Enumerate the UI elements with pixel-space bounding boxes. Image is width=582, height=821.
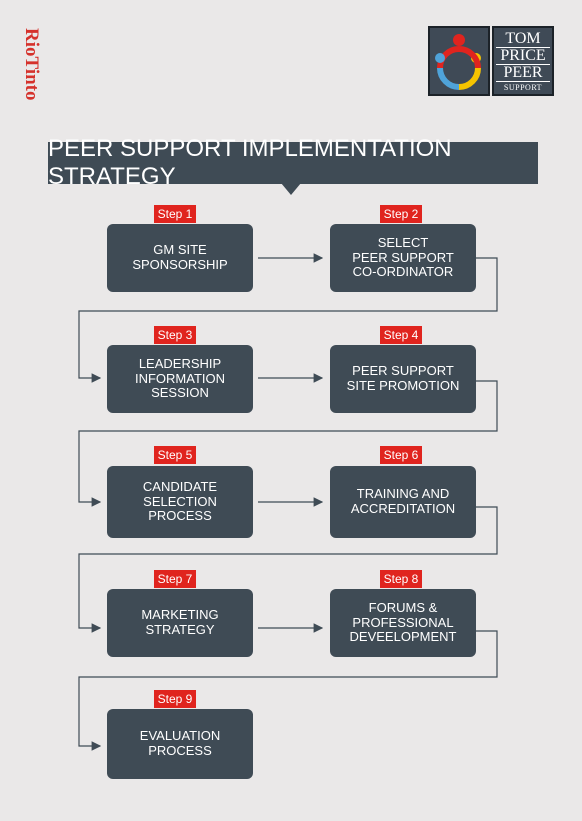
step-3-tag: Step 3 bbox=[154, 326, 196, 344]
wordmark-line: TOM bbox=[496, 30, 550, 48]
peer-support-logo-icon bbox=[428, 26, 490, 96]
step-7-tag: Step 7 bbox=[154, 570, 196, 588]
arrow-8-9 bbox=[78, 630, 498, 751]
banner-pointer bbox=[281, 183, 301, 195]
arrow-6-7 bbox=[78, 506, 498, 633]
brand-logo-rio-tinto: RioTinto bbox=[21, 28, 42, 101]
step-8-tag: Step 8 bbox=[380, 570, 422, 588]
wordmark-line: SUPPORT bbox=[503, 82, 543, 92]
step-9-tag: Step 9 bbox=[154, 690, 196, 708]
step-6-tag: Step 6 bbox=[380, 446, 422, 464]
step-2-tag: Step 2 bbox=[380, 205, 422, 223]
arrow-4-5 bbox=[78, 380, 498, 507]
step-4-tag: Step 4 bbox=[380, 326, 422, 344]
step-1-tag: Step 1 bbox=[154, 205, 196, 223]
arrow-2-3 bbox=[78, 257, 498, 383]
peer-support-wordmark: TOM PRICE PEER SUPPORT bbox=[492, 26, 554, 96]
wordmark-line: PRICE bbox=[496, 47, 550, 65]
wordmark-line: PEER bbox=[496, 64, 550, 82]
step-5-tag: Step 5 bbox=[154, 446, 196, 464]
